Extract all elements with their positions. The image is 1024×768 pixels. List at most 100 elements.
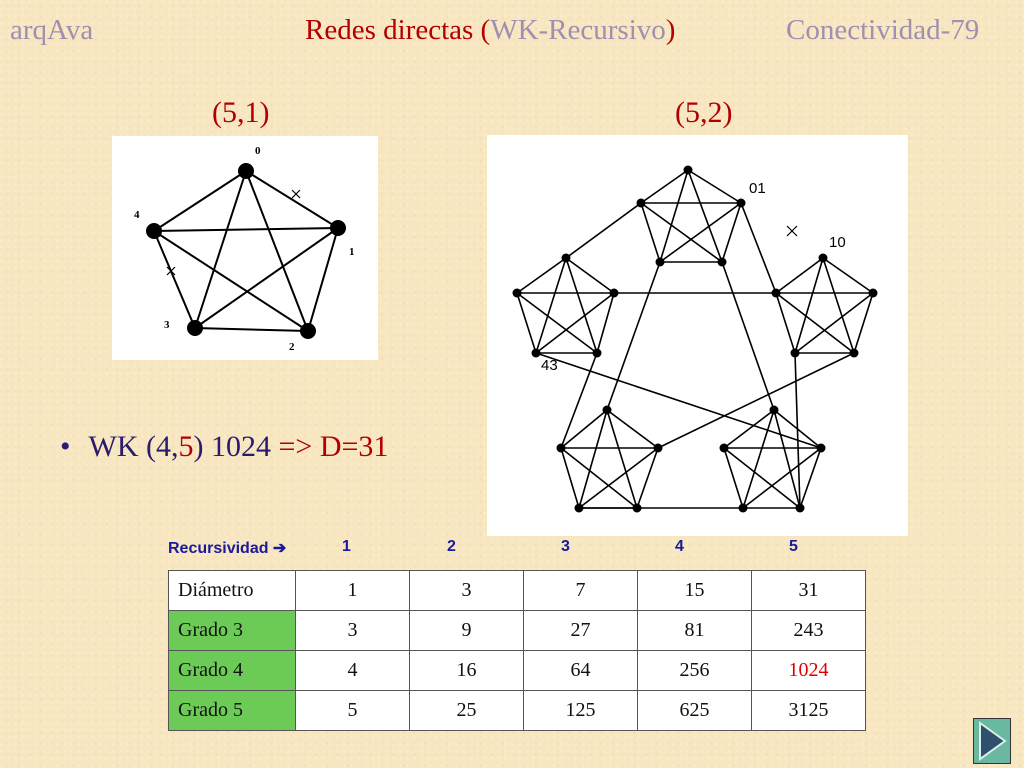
- table-row: Diámetro 1 3 7 15 31: [168, 570, 866, 611]
- cluster-edge: [822, 257, 874, 294]
- table-row: Grado 5 5 25 125 625 3125: [168, 690, 866, 731]
- cluster-label-43: 43: [541, 357, 558, 374]
- cluster-node: [636, 198, 646, 208]
- header-center-title: Redes directas (WK-Recursivo): [305, 14, 675, 47]
- cluster-edge: [794, 257, 824, 354]
- bullet-part-c: ) 1024: [193, 430, 279, 463]
- cluster-node: [632, 503, 642, 513]
- table-cell: 3125: [751, 690, 866, 731]
- cluster-node: [790, 348, 800, 358]
- cluster-edge: [799, 447, 822, 509]
- cluster-edge: [723, 447, 801, 509]
- cluster-node: [818, 253, 828, 263]
- figure-wk-5-1: 0 1 2 3 4: [112, 136, 378, 360]
- cluster-node: [795, 503, 805, 513]
- node-label-2: 2: [289, 341, 295, 353]
- cluster-edge: [723, 409, 775, 449]
- cluster-edge: [659, 202, 742, 263]
- inter-cluster-edge: [657, 352, 855, 449]
- cluster-edge: [659, 169, 689, 263]
- node-label-3: 3: [164, 319, 170, 331]
- cluster-node: [868, 288, 878, 298]
- inter-cluster-edge: [560, 352, 598, 449]
- cluster-node: [602, 405, 612, 415]
- cluster-edge: [516, 257, 567, 294]
- cluster-node: [719, 443, 729, 453]
- table-cell: 125: [523, 690, 638, 731]
- cluster-edge: [775, 257, 824, 294]
- cluster-edge: [535, 292, 615, 354]
- cluster-node: [512, 288, 522, 298]
- table-cell: 15: [637, 570, 752, 611]
- cluster-edge: [775, 292, 855, 354]
- table-cell: 256: [637, 650, 752, 691]
- figure-left-title: (5,1): [212, 96, 270, 129]
- cluster-edge: [723, 447, 744, 509]
- cluster-edge: [742, 447, 822, 509]
- cluster-node: [561, 253, 571, 263]
- cluster-edge: [606, 409, 638, 509]
- inter-cluster-edge: [740, 202, 777, 294]
- cluster-edge: [516, 292, 598, 354]
- header-left-title: arqAva: [10, 14, 94, 46]
- table-cell: 16: [409, 650, 524, 691]
- node-label-1: 1: [349, 246, 355, 258]
- cluster-edge: [565, 257, 598, 354]
- cluster-node: [655, 257, 665, 267]
- wk-table: Diámetro 1 3 7 15 31 Grado 3 3 9 27 81 2…: [168, 570, 866, 731]
- cluster-node: [592, 348, 602, 358]
- cluster-edge: [721, 202, 742, 263]
- cluster-edge: [640, 202, 661, 263]
- graph-wk-5-2: 01 10 43: [512, 165, 878, 513]
- recursion-level-5: 5: [789, 538, 798, 555]
- cluster-node: [738, 503, 748, 513]
- graph-edge: [153, 230, 309, 332]
- recursion-level-4: 4: [675, 538, 684, 555]
- table-row: Grado 4 4 16 64 256 1024: [168, 650, 866, 691]
- cluster-edge: [535, 257, 567, 354]
- figure-right-title: (5,2): [675, 96, 733, 129]
- table-cell: 243: [751, 610, 866, 651]
- cluster-edge: [606, 409, 659, 449]
- next-arrow-icon: [979, 721, 1007, 761]
- graph-node: [187, 320, 203, 336]
- cluster-edge: [596, 292, 615, 354]
- graph-edge: [245, 170, 309, 332]
- cluster-edge: [560, 447, 638, 509]
- graph-node: [300, 323, 316, 339]
- bullet-part-b: 5: [178, 430, 194, 463]
- table-cell: 7: [523, 570, 638, 611]
- cluster-label-10: 10: [829, 234, 846, 251]
- cluster-node: [609, 288, 619, 298]
- graph-edge: [194, 327, 309, 332]
- cluster-edge: [578, 409, 608, 509]
- cluster-edge: [560, 447, 580, 509]
- graph-edge: [153, 170, 247, 232]
- graph-edge: [194, 227, 339, 329]
- bullet-part-d: => D=31: [278, 430, 389, 463]
- cluster-edge: [636, 447, 659, 509]
- cluster-edge: [578, 447, 659, 509]
- node-label-4: 4: [134, 209, 140, 221]
- cluster-edge: [853, 292, 874, 354]
- header-center-part-b: WK-Recursivo: [490, 14, 666, 46]
- graph-node: [238, 163, 254, 179]
- cluster-node: [769, 405, 779, 415]
- table-cell: 3: [295, 610, 410, 651]
- cluster-edge: [687, 169, 742, 204]
- graph-wk-5-1: 0 1 2 3 4: [134, 145, 355, 353]
- cluster-node: [736, 198, 746, 208]
- cluster-edge: [742, 409, 775, 509]
- graph-edge: [245, 170, 339, 229]
- header-right-title: Conectividad-79: [786, 14, 980, 46]
- header-center-part-a: Redes directas (: [305, 14, 491, 46]
- cluster-edge: [794, 292, 874, 354]
- next-slide-button[interactable]: [973, 718, 1011, 764]
- table-cell: 9: [409, 610, 524, 651]
- bullet-dot: •: [60, 430, 71, 463]
- table-cell: 5: [295, 690, 410, 731]
- bullet-wk-4-5: •WK (4,5) 1024 => D=31: [60, 430, 388, 464]
- header-center-part-c: ): [665, 14, 676, 46]
- graph-edge: [194, 170, 247, 329]
- cluster-node: [556, 443, 566, 453]
